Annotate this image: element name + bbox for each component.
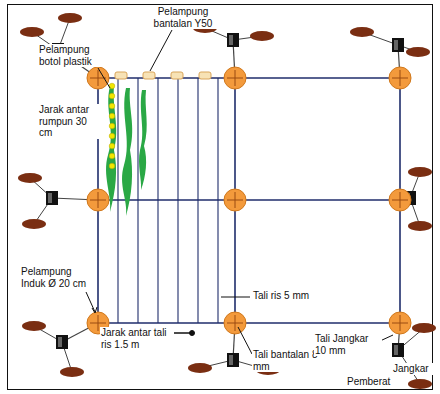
seaweed-strand	[106, 86, 116, 212]
anchor-block	[46, 191, 58, 205]
leader-line	[98, 68, 110, 88]
weight-stone	[406, 47, 430, 57]
float-cross	[235, 315, 236, 331]
float-cross	[235, 192, 236, 208]
spacing-label: Jarak antar tali ris 1.5 m	[100, 327, 174, 350]
float-cross	[98, 192, 99, 208]
weight-stone	[412, 323, 436, 333]
seaweed-strand	[139, 90, 147, 190]
seaweed-strand	[122, 88, 132, 216]
rope-label: Tali ris 5 mm	[252, 290, 344, 302]
main-float	[224, 189, 246, 211]
bottle-float	[109, 103, 115, 109]
leader-line	[150, 30, 172, 71]
frame	[8, 5, 433, 390]
bottle-float	[109, 123, 115, 129]
bottle-float	[109, 133, 115, 139]
leader-line	[86, 292, 95, 312]
main-float	[87, 67, 109, 89]
float-cross	[400, 192, 401, 208]
bottle-floats	[109, 83, 115, 172]
main-float	[389, 312, 411, 334]
anchor-shine	[229, 35, 233, 45]
weight-stone	[250, 31, 274, 41]
spacing-label: Jarak antar rumpun 30 cm	[38, 104, 102, 139]
float-cross	[400, 70, 401, 86]
tali-ris	[217, 78, 218, 323]
leader-line	[238, 327, 252, 354]
main-float	[87, 189, 109, 211]
weight-stone	[58, 13, 82, 23]
weight-stone	[408, 379, 432, 389]
weight-stone	[188, 363, 212, 373]
pad-float	[143, 72, 155, 79]
anchor-shine	[394, 40, 398, 50]
leader-lines	[86, 30, 393, 354]
tali-ris	[137, 78, 138, 323]
float-cross	[98, 70, 99, 86]
weight-stone	[20, 27, 44, 37]
float-cross	[400, 315, 401, 331]
main-float	[224, 312, 246, 334]
anchor-shine	[58, 337, 62, 347]
float-label: Pelampung bantalan Y50	[148, 6, 218, 29]
leader-arrowhead	[92, 307, 97, 313]
float-label: Pelampung Induk Ø 20 cm	[20, 266, 94, 289]
anchor-shine	[229, 355, 233, 365]
seaweed	[106, 86, 147, 216]
anchor-block	[227, 33, 239, 47]
float-cross	[235, 70, 236, 86]
rope-label: Tali bantalan 8 mm	[252, 349, 320, 372]
bottle-float	[109, 143, 115, 149]
pad-float	[115, 72, 127, 79]
bottle-float	[109, 93, 115, 99]
tali-ris	[197, 78, 198, 323]
main-float	[224, 67, 246, 89]
leader-line	[221, 297, 250, 298]
weight-stone	[18, 173, 42, 183]
dimension-dot	[190, 331, 195, 336]
pad-float	[171, 72, 183, 79]
float-label: Pelampung botol plastik	[38, 44, 102, 67]
weight-stone	[350, 27, 374, 37]
anchor-block	[392, 343, 404, 357]
float-cross	[98, 315, 99, 331]
pad-floats	[115, 72, 211, 79]
weight-stone	[408, 221, 432, 231]
anchor-block	[56, 335, 68, 349]
weight-stone	[22, 321, 46, 331]
anchor-shine	[394, 345, 398, 355]
anchor-label: Jangkar	[392, 363, 434, 375]
weight-label: Pemberat	[346, 376, 402, 388]
frame-rope	[98, 199, 400, 201]
bottle-float	[109, 113, 115, 119]
tali-ris	[177, 78, 178, 323]
bottle-float	[109, 163, 115, 169]
anchor-shine	[48, 193, 52, 203]
tali-ris	[117, 78, 118, 323]
main-float	[389, 189, 411, 211]
weight-stone	[22, 219, 46, 229]
anchor-group	[18, 13, 436, 389]
frame-rope	[98, 322, 400, 324]
rope-label: Tali Jangkar 10 mm	[314, 333, 382, 356]
tali-ris	[157, 78, 158, 323]
anchor-block	[392, 38, 404, 52]
weight-stone	[60, 367, 84, 377]
bottle-float	[109, 153, 115, 159]
main-float	[389, 67, 411, 89]
rope-grid	[87, 67, 411, 334]
weight-stone	[408, 167, 432, 177]
anchor-block	[227, 353, 239, 367]
pad-float	[199, 72, 211, 79]
